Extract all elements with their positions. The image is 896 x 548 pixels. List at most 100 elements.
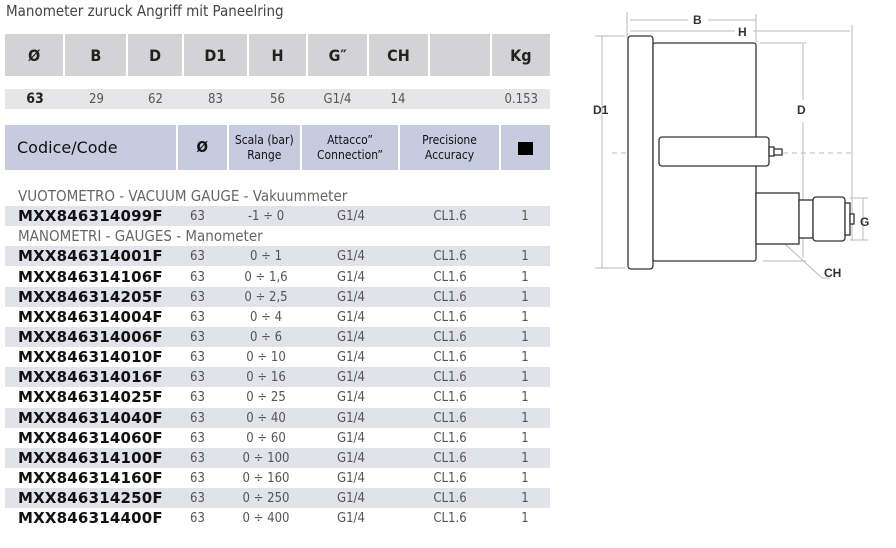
group-title: VUOTOMETRO - VACUUM GAUGE - Vakuummeter <box>18 187 348 205</box>
label-d1: D1 <box>593 103 609 117</box>
cell-connection: G1/4 <box>337 248 365 264</box>
cell-accuracy: CL1.6 <box>433 490 467 506</box>
spec-header-cell: Ø <box>5 34 66 76</box>
cell-connection: G1/4 <box>337 490 365 506</box>
cell-quantity: 1 <box>521 389 529 405</box>
cell-accuracy: CL1.6 <box>433 349 467 365</box>
cell-connection: G1/4 <box>337 329 365 345</box>
spec-header-cell <box>430 34 492 76</box>
header-accuracy-line2: Accuracy <box>424 147 475 162</box>
dimension-lines <box>595 12 868 279</box>
cell-diameter: 63 <box>190 450 205 466</box>
spec-table-header: Ø B D D1 H G″ CH Kg <box>5 34 550 76</box>
cell-diameter: 63 <box>190 208 205 224</box>
label-g: G <box>860 215 869 229</box>
table-row: MXX846314060F 63 0 ÷ 60 G1/4 CL1.6 1 <box>5 428 550 448</box>
group-title: MANOMETRI - GAUGES - Manometer <box>18 227 263 246</box>
cell-quantity: 1 <box>521 470 529 486</box>
cell-accuracy: CL1.6 <box>433 309 467 325</box>
cell-range: 0 ÷ 250 <box>242 490 290 506</box>
cell-connection: G1/4 <box>337 410 365 426</box>
spec-value-cell <box>428 89 490 109</box>
spec-header-cell: G″ <box>308 34 370 76</box>
cell-connection: G1/4 <box>337 309 365 325</box>
header-range-line2: Range <box>247 147 282 162</box>
spec-header-cell: D1 <box>184 34 249 76</box>
cell-quantity: 1 <box>521 329 529 345</box>
cell-range: 0 ÷ 160 <box>242 470 290 486</box>
cell-range: 0 ÷ 4 <box>249 309 283 325</box>
cell-range: 0 ÷ 60 <box>246 430 286 446</box>
cell-accuracy: CL1.6 <box>433 269 467 285</box>
cell-connection: G1/4 <box>337 430 365 446</box>
spec-value-cell: 0.153 <box>504 91 538 107</box>
header-range: Scala (bar)Range <box>229 125 302 170</box>
cell-connection: G1/4 <box>337 389 365 405</box>
cell-code: MXX846314205F <box>18 288 163 306</box>
spec-header-cell: CH <box>369 34 430 76</box>
cell-connection: G1/4 <box>337 208 365 224</box>
cell-range: 0 ÷ 25 <box>246 389 286 405</box>
cell-code: MXX846314004F <box>18 308 163 326</box>
cell-range: 0 ÷ 1,6 <box>244 269 288 285</box>
cell-code: MXX846314006F <box>18 328 163 346</box>
cell-diameter: 63 <box>190 269 205 285</box>
cell-diameter: 63 <box>190 369 205 385</box>
cell-range: 0 ÷ 16 <box>246 369 286 385</box>
label-h: H <box>738 25 747 39</box>
cell-connection: G1/4 <box>337 470 365 486</box>
cell-diameter: 63 <box>190 430 205 446</box>
cell-diameter: 63 <box>190 490 205 506</box>
label-b: B <box>693 13 702 27</box>
gauge-outline <box>627 35 855 270</box>
cell-diameter: 63 <box>190 329 205 345</box>
header-range-line1: Scala (bar) <box>234 132 294 147</box>
cell-accuracy: CL1.6 <box>433 430 467 446</box>
cell-diameter: 63 <box>190 248 205 264</box>
cell-accuracy: CL1.6 <box>433 410 467 426</box>
cell-code: MXX846314160F <box>18 469 163 487</box>
cell-quantity: 1 <box>521 450 529 466</box>
cell-connection: G1/4 <box>337 289 365 305</box>
cell-quantity: 1 <box>521 410 529 426</box>
label-ch: CH <box>824 266 841 280</box>
cell-accuracy: CL1.6 <box>433 369 467 385</box>
cell-quantity: 1 <box>521 349 529 365</box>
cell-range: 0 ÷ 40 <box>246 410 286 426</box>
cell-quantity: 1 <box>521 269 529 285</box>
cell-quantity: 1 <box>521 208 529 224</box>
cell-diameter: 63 <box>190 510 205 526</box>
subtitle: Manometer zuruck Angriff mit Paneelring <box>6 2 284 20</box>
cell-connection: G1/4 <box>337 510 365 526</box>
cell-accuracy: CL1.6 <box>433 289 467 305</box>
cell-quantity: 1 <box>521 430 529 446</box>
cell-code: MXX846314100F <box>18 449 163 467</box>
cell-quantity: 1 <box>521 309 529 325</box>
cell-range: 0 ÷ 400 <box>242 510 290 526</box>
cell-diameter: 63 <box>190 389 205 405</box>
cell-connection: G1/4 <box>337 269 365 285</box>
spec-value-cell: 29 <box>89 91 104 107</box>
table-row: MXX846314106F 63 0 ÷ 1,6 G1/4 CL1.6 1 <box>5 267 550 287</box>
cell-quantity: 1 <box>521 510 529 526</box>
spec-value-cell: 62 <box>148 91 163 107</box>
cell-diameter: 63 <box>190 349 205 365</box>
gauge-dimension-drawing: B H D1 D G CH <box>593 12 869 280</box>
cell-diameter: 63 <box>190 410 205 426</box>
cell-accuracy: CL1.6 <box>433 510 467 526</box>
cell-range: 0 ÷ 10 <box>246 349 286 365</box>
cell-code: MXX846314016F <box>18 368 163 386</box>
cell-code: MXX846314060F <box>18 429 163 447</box>
cell-accuracy: CL1.6 <box>433 470 467 486</box>
cell-code: MXX846314040F <box>18 409 163 427</box>
spec-value-cell: 83 <box>208 91 223 107</box>
cell-quantity: 1 <box>521 248 529 264</box>
cell-code: MXX846314106F <box>18 268 163 286</box>
